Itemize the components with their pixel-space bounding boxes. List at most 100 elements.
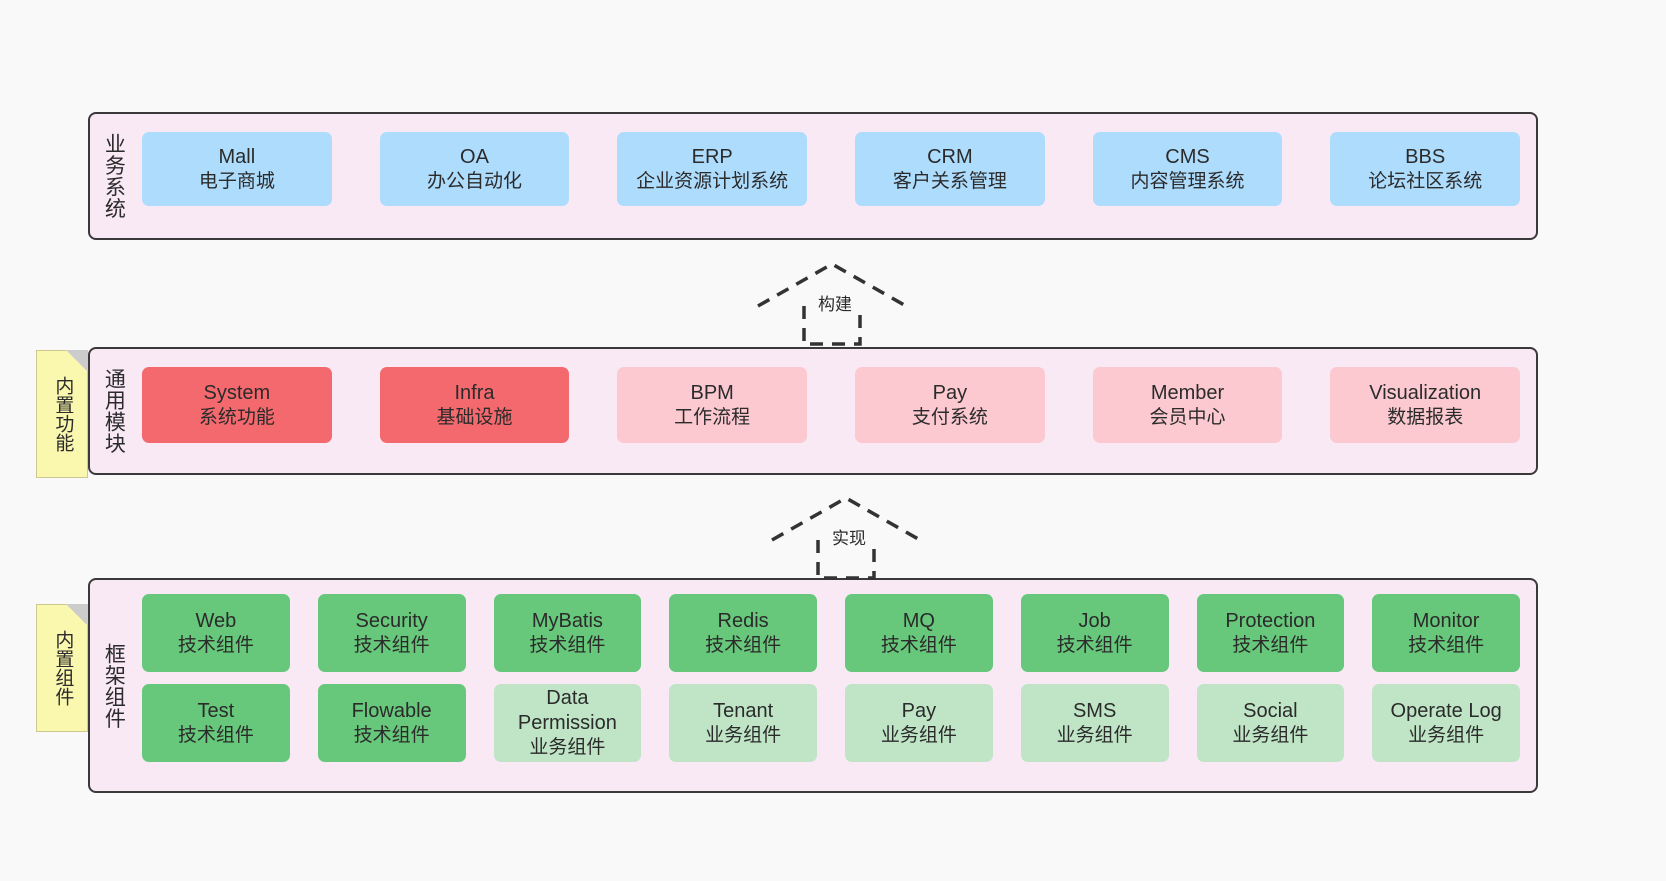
box-social[interactable]: Social 业务组件 xyxy=(1196,684,1345,762)
layer-common-modules[interactable]: 通用模块 System 系统功能 Infra 基础设施 BPM 工作流程 Pay… xyxy=(88,347,1538,475)
box-social-cn: 业务组件 xyxy=(1232,724,1309,746)
connector-build: 构建 xyxy=(752,258,912,346)
box-protection[interactable]: Protection 技术组件 xyxy=(1196,594,1345,672)
box-oa-cn: 办公自动化 xyxy=(427,170,523,192)
box-mall[interactable]: Mall 电子商城 xyxy=(142,132,332,206)
box-mybatis[interactable]: MyBatis 技术组件 xyxy=(493,594,642,672)
box-pay-component[interactable]: Pay 业务组件 xyxy=(845,684,993,762)
box-system[interactable]: System 系统功能 xyxy=(142,367,332,443)
box-data-permission[interactable]: Data Permission 业务组件 xyxy=(493,684,642,762)
box-bpm-cn: 工作流程 xyxy=(674,406,751,428)
box-security-en: Security xyxy=(355,609,428,632)
box-tenant-en: Tenant xyxy=(713,699,774,722)
box-mall-cn: 电子商城 xyxy=(198,170,275,192)
box-flowable-en: Flowable xyxy=(351,699,432,722)
box-job-cn: 技术组件 xyxy=(1056,634,1133,656)
box-infra-cn: 基础设施 xyxy=(436,406,513,428)
box-flowable[interactable]: Flowable 技术组件 xyxy=(317,684,466,762)
box-infra-en: Infra xyxy=(454,381,495,404)
box-system-cn: 系统功能 xyxy=(198,406,275,428)
connector-build-label: 构建 xyxy=(818,295,852,314)
box-sms[interactable]: SMS 业务组件 xyxy=(1020,684,1169,762)
box-member[interactable]: Member 会员中心 xyxy=(1092,367,1283,443)
box-protection-en: Protection xyxy=(1225,609,1316,632)
box-cms[interactable]: CMS 内容管理系统 xyxy=(1092,132,1283,206)
box-cms-cn: 内容管理系统 xyxy=(1130,170,1245,192)
box-operate-log[interactable]: Operate Log 业务组件 xyxy=(1372,684,1520,762)
implement-arrow-shaft xyxy=(816,540,876,580)
note-builtin-function[interactable]: 内置功能 xyxy=(36,350,88,478)
box-redis[interactable]: Redis 技术组件 xyxy=(669,594,817,672)
connector-implement: 实现 xyxy=(766,492,926,580)
box-bpm[interactable]: BPM 工作流程 xyxy=(617,367,808,443)
box-data-permission-en: Data Permission xyxy=(517,687,617,735)
box-crm[interactable]: CRM 客户关系管理 xyxy=(855,132,1045,206)
box-data-permission-cn: 业务组件 xyxy=(529,737,606,759)
box-mq-cn: 技术组件 xyxy=(880,634,957,656)
box-crm-cn: 客户关系管理 xyxy=(892,170,1007,192)
box-oa-en: OA xyxy=(460,145,489,168)
box-mall-en: Mall xyxy=(218,145,256,168)
box-test[interactable]: Test 技术组件 xyxy=(142,684,290,762)
build-arrow-head xyxy=(757,261,907,308)
box-erp-cn: 企业资源计划系统 xyxy=(636,170,789,192)
box-security[interactable]: Security 技术组件 xyxy=(317,594,466,672)
box-pay-module[interactable]: Pay 支付系统 xyxy=(855,367,1045,443)
box-operate-log-en: Operate Log xyxy=(1390,699,1502,722)
box-bbs-en: BBS xyxy=(1405,145,1446,168)
box-sms-cn: 业务组件 xyxy=(1056,724,1133,746)
box-visualization-cn: 数据报表 xyxy=(1387,406,1464,428)
framework-components-grid: Web 技术组件 Security 技术组件 MyBatis 技术组件 Redi… xyxy=(142,594,1520,777)
box-system-en: System xyxy=(203,381,271,404)
box-pay-component-cn: 业务组件 xyxy=(880,724,957,746)
layer-framework-components-title: 框架组件 xyxy=(102,642,126,729)
box-member-en: Member xyxy=(1150,381,1225,404)
box-flowable-cn: 技术组件 xyxy=(353,724,430,746)
box-visualization[interactable]: Visualization 数据报表 xyxy=(1330,367,1521,443)
box-tenant[interactable]: Tenant 业务组件 xyxy=(669,684,817,762)
box-social-en: Social xyxy=(1243,699,1298,722)
box-job-en: Job xyxy=(1078,609,1111,632)
box-monitor-en: Monitor xyxy=(1412,609,1480,632)
box-operate-log-cn: 业务组件 xyxy=(1408,724,1485,746)
layer-business-system[interactable]: 业务系统 Mall 电子商城 OA 办公自动化 ERP 企业资源计划系统 CRM… xyxy=(88,112,1538,240)
box-web[interactable]: Web 技术组件 xyxy=(142,594,290,672)
box-web-cn: 技术组件 xyxy=(177,634,254,656)
box-mybatis-en: MyBatis xyxy=(531,609,603,632)
note-builtin-component[interactable]: 内置组件 xyxy=(36,604,88,732)
layer-business-system-body: Mall 电子商城 OA 办公自动化 ERP 企业资源计划系统 CRM 客户关系… xyxy=(136,114,1536,238)
box-protection-cn: 技术组件 xyxy=(1232,634,1309,656)
box-mq-en: MQ xyxy=(902,609,935,632)
box-web-en: Web xyxy=(195,609,237,632)
box-erp-en: ERP xyxy=(691,145,733,168)
box-oa[interactable]: OA 办公自动化 xyxy=(379,132,570,206)
box-sms-en: SMS xyxy=(1072,699,1117,722)
common-modules-box-row: System 系统功能 Infra 基础设施 BPM 工作流程 Pay 支付系统… xyxy=(142,367,1521,455)
build-arrow-shaft xyxy=(802,306,862,346)
layer-business-system-title: 业务系统 xyxy=(102,133,126,219)
box-bbs[interactable]: BBS 论坛社区系统 xyxy=(1330,132,1521,206)
framework-row-business: Test 技术组件 Flowable 技术组件 Data Permission … xyxy=(142,684,1520,762)
note-builtin-component-label: 内置组件 xyxy=(52,630,74,706)
box-visualization-en: Visualization xyxy=(1369,381,1482,404)
box-infra[interactable]: Infra 基础设施 xyxy=(379,367,570,443)
layer-framework-components[interactable]: 框架组件 Web 技术组件 Security 技术组件 MyBatis 技术组件 xyxy=(88,578,1538,793)
box-monitor-cn: 技术组件 xyxy=(1408,634,1485,656)
layer-common-modules-body: System 系统功能 Infra 基础设施 BPM 工作流程 Pay 支付系统… xyxy=(136,349,1536,473)
box-job[interactable]: Job 技术组件 xyxy=(1020,594,1169,672)
box-bpm-en: BPM xyxy=(690,381,734,404)
box-pay-module-en: Pay xyxy=(932,381,968,404)
box-monitor[interactable]: Monitor 技术组件 xyxy=(1372,594,1520,672)
box-mybatis-cn: 技术组件 xyxy=(529,634,606,656)
layer-common-modules-title: 通用模块 xyxy=(102,368,126,454)
box-redis-cn: 技术组件 xyxy=(705,634,782,656)
box-erp[interactable]: ERP 企业资源计划系统 xyxy=(617,132,808,206)
connector-implement-label: 实现 xyxy=(832,529,866,548)
box-security-cn: 技术组件 xyxy=(353,634,430,656)
implement-arrow-head xyxy=(771,495,921,542)
box-mq[interactable]: MQ 技术组件 xyxy=(845,594,993,672)
note-builtin-function-label: 内置功能 xyxy=(52,376,74,452)
layer-framework-components-body: Web 技术组件 Security 技术组件 MyBatis 技术组件 Redi… xyxy=(136,580,1536,791)
box-tenant-cn: 业务组件 xyxy=(705,724,782,746)
